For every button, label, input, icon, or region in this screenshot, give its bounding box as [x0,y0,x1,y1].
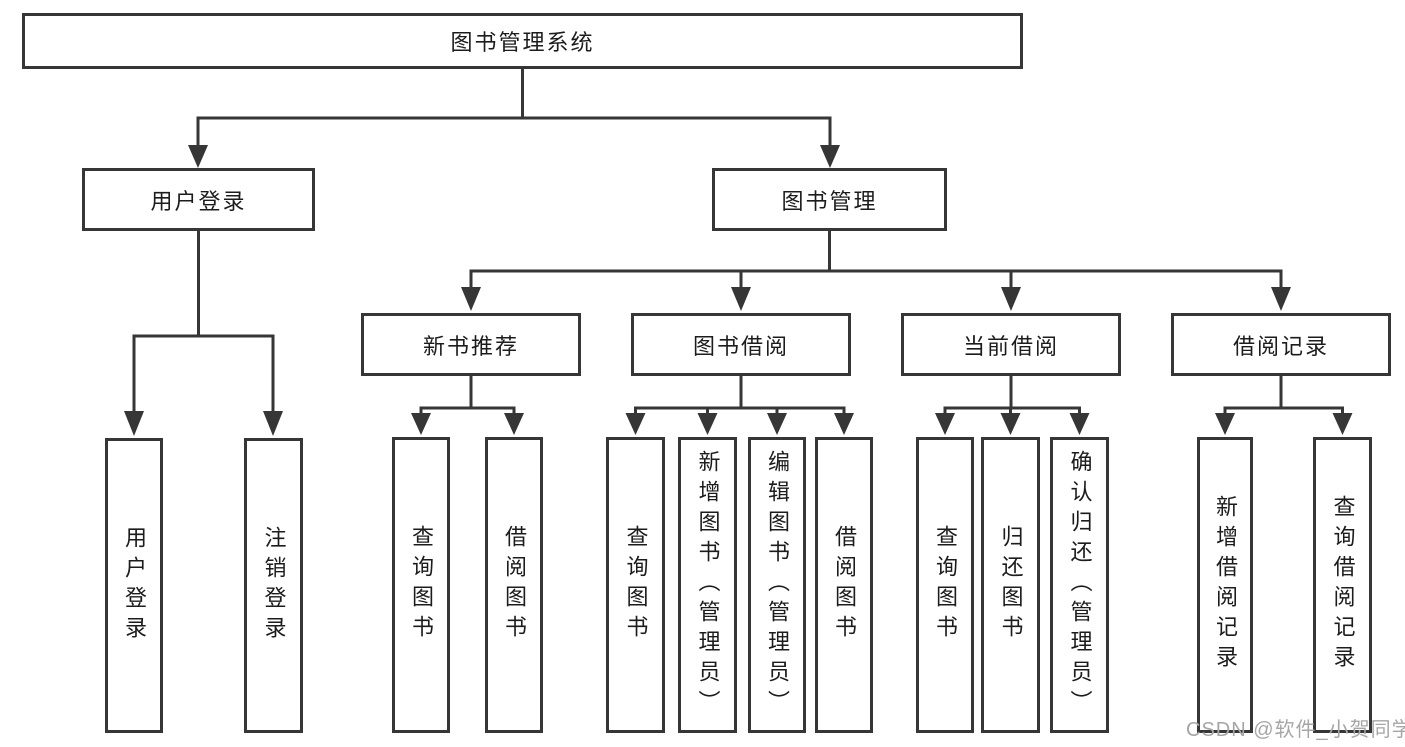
node-book-management-label: 图书管理 [781,188,878,214]
node-leaf-borrow-book: 借阅图书 [815,437,873,733]
node-book-management: 图书管理 [712,168,947,231]
node-leaf-return-book-label: 归还图书 [998,525,1024,645]
node-leaf-add-book-admin-label: 新增图书（管理员） [695,450,721,720]
node-borrow-records: 借阅记录 [1171,313,1391,376]
node-leaf-user-login-label: 用户登录 [122,525,147,646]
node-leaf-user-login: 用户登录 [105,438,163,733]
node-leaf-query-book-current: 查询图书 [916,437,974,733]
node-leaf-edit-book-admin-label: 编辑图书（管理员） [765,450,790,720]
node-book-borrow: 图书借阅 [631,313,851,376]
node-current-borrow-label: 当前借阅 [962,333,1059,359]
node-user-login: 用户登录 [82,168,315,231]
node-new-book-recommend-label: 新书推荐 [422,333,519,359]
node-library-management-system: 图书管理系统 [22,13,1023,69]
node-leaf-add-book-admin: 新增图书（管理员） [678,437,737,733]
node-leaf-borrow-book-label: 借阅图书 [832,525,857,645]
node-user-login-label: 用户登录 [150,188,247,214]
node-leaf-add-borrow-record-label: 新增借阅记录 [1213,495,1238,675]
node-new-book-recommend: 新书推荐 [361,313,581,376]
node-leaf-query-book-current-label: 查询图书 [933,525,958,645]
node-book-borrow-label: 图书借阅 [692,333,789,359]
node-leaf-query-borrow-record: 查询借阅记录 [1313,437,1372,733]
node-leaf-logout-label: 注销登录 [261,525,287,646]
node-leaf-confirm-return-admin: 确认归还（管理员） [1050,437,1109,733]
node-leaf-query-book-recommend: 查询图书 [392,437,450,733]
node-leaf-query-borrow-record-label: 查询借阅记录 [1330,495,1356,675]
node-leaf-return-book: 归还图书 [981,437,1040,733]
node-leaf-borrow-book-recommend-label: 借阅图书 [502,525,527,645]
node-leaf-query-book-borrow-label: 查询图书 [623,525,649,645]
node-leaf-add-borrow-record: 新增借阅记录 [1197,437,1253,733]
node-leaf-borrow-book-recommend: 借阅图书 [485,437,543,733]
node-current-borrow: 当前借阅 [901,313,1121,376]
node-leaf-logout: 注销登录 [244,438,303,733]
csdn-watermark: CSDN @软件_小贺同学 [1186,719,1405,741]
node-leaf-confirm-return-admin-label: 确认归还（管理员） [1067,450,1093,720]
node-library-management-system-label: 图书管理系统 [450,30,595,55]
node-leaf-query-book-borrow: 查询图书 [606,437,665,733]
node-leaf-edit-book-admin: 编辑图书（管理员） [748,437,806,733]
node-leaf-query-book-recommend-label: 查询图书 [409,525,434,645]
node-borrow-records-label: 借阅记录 [1232,333,1329,359]
